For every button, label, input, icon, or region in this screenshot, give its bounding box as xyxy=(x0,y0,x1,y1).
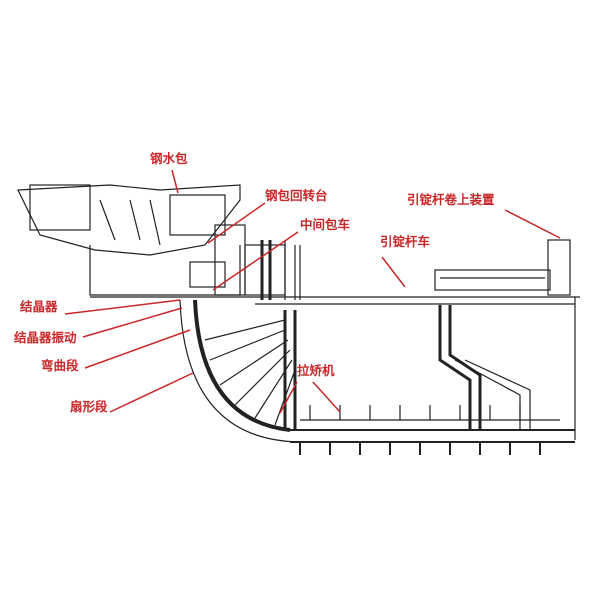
leader-lines xyxy=(64,169,561,414)
leader-straightener-2 xyxy=(312,381,341,413)
runout-line xyxy=(290,429,575,443)
label-tundish-car: 中间包车 xyxy=(300,217,351,232)
label-bending-segment: 弯曲段 xyxy=(41,358,79,373)
label-ladle-turret: 钢包回转台 xyxy=(265,188,328,203)
leader-tundish-car xyxy=(212,231,299,291)
dummy-bar-car xyxy=(434,269,551,291)
main-platform-beam xyxy=(90,296,580,440)
leader-straightener-1 xyxy=(279,381,298,414)
label-dummy-bar-car: 引锭杆车 xyxy=(380,234,431,249)
leader-bending-segment xyxy=(84,329,191,369)
turret-arms xyxy=(99,199,161,246)
machine-structure xyxy=(17,184,580,455)
sector-rays xyxy=(204,319,296,426)
sector-frame xyxy=(283,310,297,430)
label-mold-oscillation: 结晶器振动 xyxy=(14,330,77,345)
stair-supports xyxy=(284,240,301,300)
label-ladle: 钢水包 xyxy=(150,151,188,166)
turret-body xyxy=(17,184,241,256)
leader-sector-segment xyxy=(109,372,194,413)
stair-rails xyxy=(260,240,272,300)
ladle-left xyxy=(29,184,91,231)
leader-ladle-turret xyxy=(207,202,266,244)
leader-dummy-bar-winder xyxy=(504,209,561,239)
strand-arc xyxy=(193,299,291,432)
leader-dummy-bar-car xyxy=(381,256,406,288)
leader-mold xyxy=(64,299,181,315)
leader-mold-oscillation xyxy=(82,307,183,338)
tundish xyxy=(189,261,226,288)
label-dummy-bar-winder: 引锭杆卷上装置 xyxy=(407,192,495,207)
turret-frame xyxy=(89,245,241,296)
roll-supports xyxy=(299,442,541,455)
label-withdrawal-straightener: 拉矫机 xyxy=(297,363,335,378)
rolls xyxy=(309,405,521,420)
label-mold: 结晶器 xyxy=(20,299,58,314)
ladle-right xyxy=(169,194,226,236)
dummy-bar-winder xyxy=(547,239,571,296)
platform-extension xyxy=(244,244,286,296)
leader-ladle xyxy=(171,169,179,194)
label-sector-segment: 扇形段 xyxy=(70,399,108,414)
